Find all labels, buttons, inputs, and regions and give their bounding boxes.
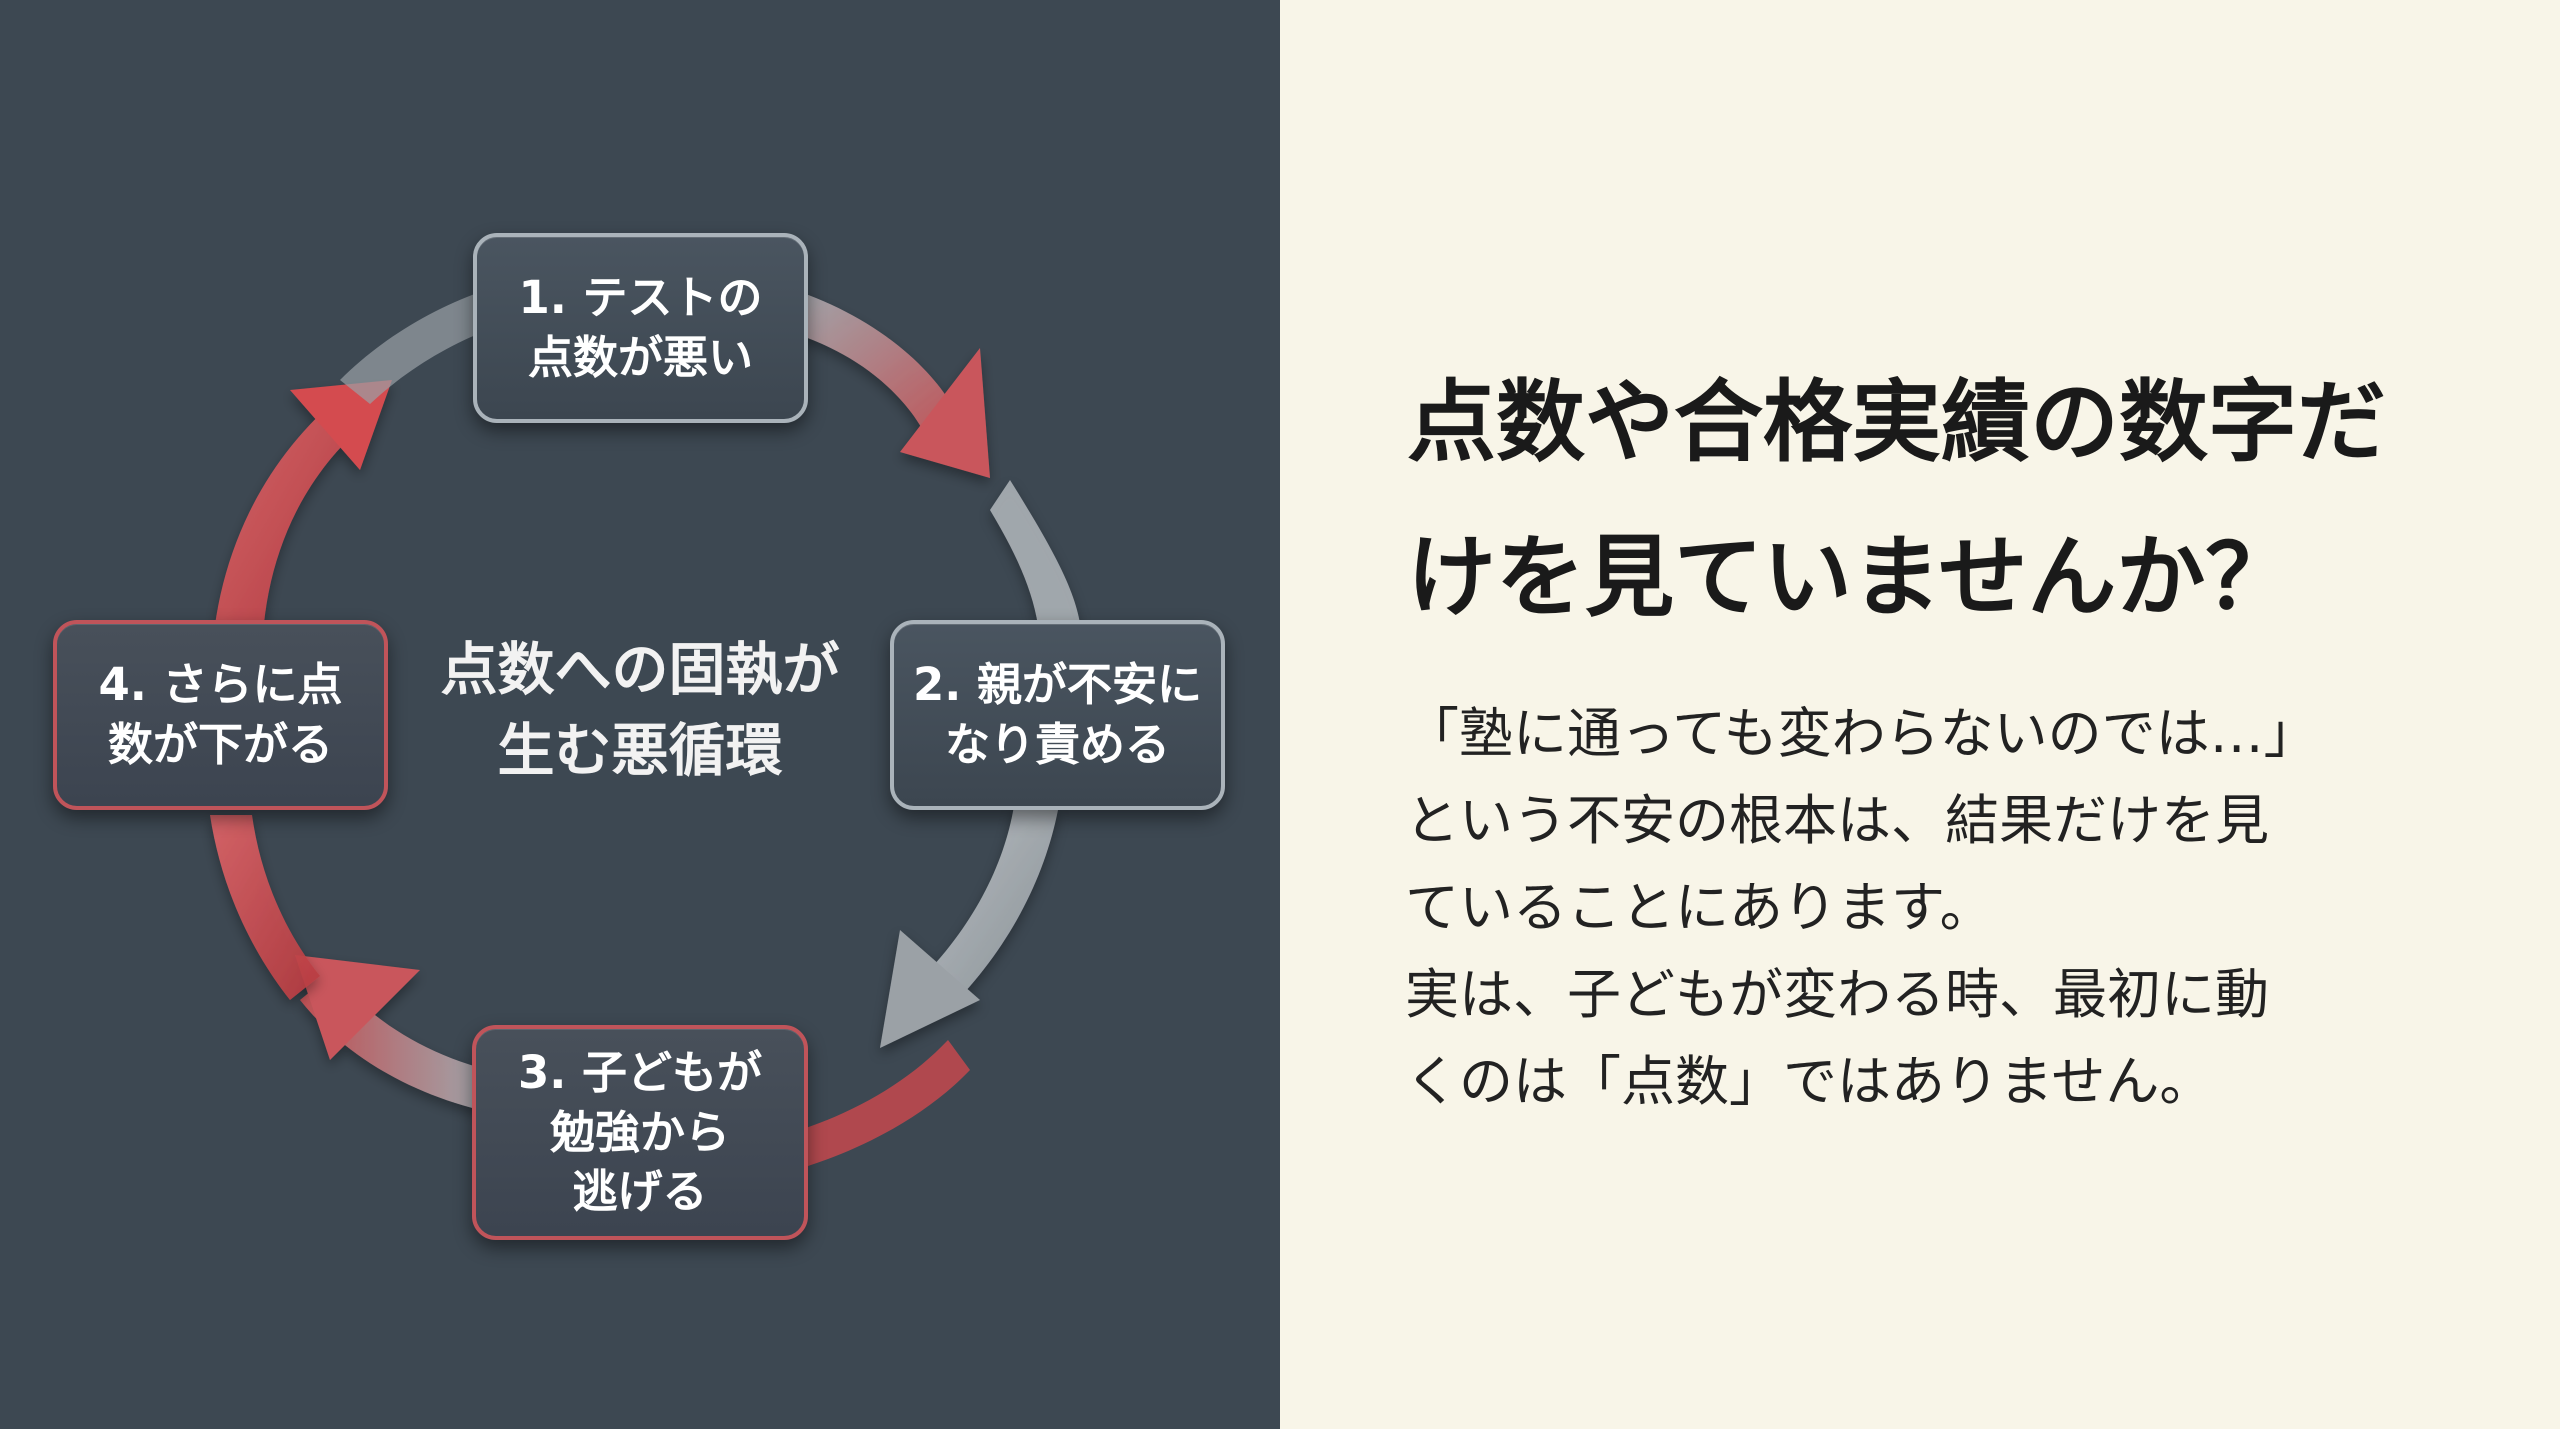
arrow-stage1-to-stage2 <box>790 292 990 478</box>
stage-2-box: 2. 親が不安に なり責める <box>890 620 1225 810</box>
headline: 点数や合格実績の数字だ けを見ていませんか？ <box>1407 370 2386 629</box>
text-panel <box>1280 0 2560 1429</box>
cycle-center-label: 点数への固執が 生む悪循環 <box>440 637 840 784</box>
stage-1-label: 1. テストの 点数が悪い <box>518 271 763 384</box>
stage-4-box: 4. さらに点 数が下がる <box>53 620 388 810</box>
stage-1-box: 1. テストの 点数が悪い <box>473 233 808 423</box>
arrow-left-lower <box>210 815 320 1000</box>
arrow-bottom-right-tail <box>800 1040 970 1166</box>
stage-3-label: 3. 子どもが 勉強から 逃げる <box>517 1045 763 1219</box>
body-text: 「塾に通っても変わらないのでは…」 という不安の根本は、結果だけを見 ていること… <box>1405 702 2318 1113</box>
arrow-stage2-to-stage3 <box>880 480 1082 1048</box>
arrow-tail-top <box>340 292 488 404</box>
stage-3-box: 3. 子どもが 勉強から 逃げる <box>472 1025 808 1240</box>
stage-2-label: 2. 親が不安に なり責める <box>912 658 1203 771</box>
arrow-stage4-to-stage1 <box>212 380 392 655</box>
stage-4-label: 4. さらに点 数が下がる <box>98 658 343 771</box>
arrow-stage3-to-stage4 <box>295 955 488 1110</box>
cycle-diagram-panel: 1. テストの 点数が悪い 2. 親が不安に なり責める 3. 子どもが 勉強か… <box>0 0 1280 1429</box>
